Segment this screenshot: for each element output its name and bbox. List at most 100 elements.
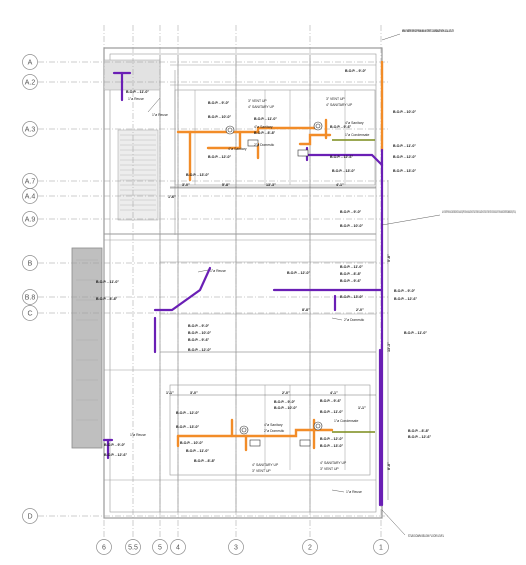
domestic-label-3: 2"ø Domestic xyxy=(264,429,285,433)
grid-label-4: 4 xyxy=(176,545,180,552)
elev-tag-5: B.O.P. - 13'-0" xyxy=(393,169,417,173)
grid-label-1: 1 xyxy=(379,545,383,552)
grid-bubble-A: A xyxy=(22,54,38,70)
grid-label-A: A xyxy=(28,60,33,67)
grid-label-B8: B.8 xyxy=(25,295,36,302)
grid-bubble-4: 4 xyxy=(170,539,186,555)
elev-tag-6: B.O.P. - 9'-0" xyxy=(208,101,230,105)
grid-label-5-5: 5.5 xyxy=(128,545,138,552)
dim-15: 5'-8" xyxy=(387,254,391,262)
dim-4: 4'-1" xyxy=(336,183,344,187)
dim-13: 13'-3" xyxy=(387,342,391,352)
elev-tag-40: B.O.P. - 11'-0" xyxy=(320,410,343,414)
grid-bubble-C: C xyxy=(22,305,38,321)
elev-tag-12: B.O.P. - 13'-0" xyxy=(332,169,356,173)
annotations: NEW 6"WATER SERVICE FROM MAIN IN STREET.… xyxy=(128,29,516,538)
elev-tag-37: B.O.P. - 9'-0" xyxy=(274,400,296,404)
hot-water-note: ALL HOT WATER PIPING IN UNCONDITIONED SP… xyxy=(442,210,516,214)
domestic-piping xyxy=(102,71,384,507)
sanitary-label-4: 4"ø Sanitary xyxy=(264,423,283,427)
elev-tag-19: B.O.P. - 11'-0" xyxy=(340,265,363,269)
fixture-symbols xyxy=(225,121,323,447)
elev-tag-16: B.O.P. - 9'-0" xyxy=(340,210,362,214)
elev-tag-43: B.O.P. - 8'-8" xyxy=(408,429,430,433)
elev-tag-2: B.O.P. - 10'-0" xyxy=(393,110,417,114)
sanitary-label-3: 4"ø Sanitary xyxy=(345,121,364,125)
elev-tag-15: B.O.P. - 11'-0" xyxy=(126,90,149,94)
reuse-label-1: 1"ø Reuse xyxy=(152,113,168,117)
sanitary-label-1: 4"ø Sanitary xyxy=(254,125,273,129)
elev-tag-20: B.O.P. - 8'-8" xyxy=(340,272,362,276)
grid-bubble-A9: A.9 xyxy=(22,211,38,227)
elev-tag-46: B.O.P. - 12'-6" xyxy=(104,453,128,457)
stub-down-note: STUB DOWN BELOW FLOOR LEVEL xyxy=(408,534,444,538)
condensate-label-1: 1"ø Condensate xyxy=(345,133,370,137)
elev-tag-26: B.O.P. - 8'-8" xyxy=(96,297,118,301)
elev-tag-13: B.O.P. - 12'-0" xyxy=(208,155,232,159)
elev-tag-29: B.O.P. - 9'-6" xyxy=(188,338,210,342)
elev-tag-8: B.O.P. - 11'-0" xyxy=(254,117,277,121)
elev-tag-22: B.O.P. - 9'-0" xyxy=(394,289,416,293)
domestic-label-2: 2"ø Domestic xyxy=(344,318,365,322)
grid-lines xyxy=(38,25,390,540)
sanitary-up-label-3: 4" SANITARY UP xyxy=(252,463,279,467)
elev-tag-33: B.O.P. - 13'-0" xyxy=(176,425,200,429)
sanitary-up-label-4: 4" SANITARY UP xyxy=(320,461,347,465)
dim-5: 3'-0" xyxy=(182,183,190,187)
dim-1: 1'-6" xyxy=(168,195,176,199)
elev-tag-35: B.O.P. - 11'-0" xyxy=(186,449,209,453)
elev-tag-3: B.O.P. - 11'-0" xyxy=(393,144,416,148)
elev-tag-4: B.O.P. - 12'-0" xyxy=(393,155,417,159)
grid-label-A3: A.3 xyxy=(25,127,36,134)
vent-up-label-4: 3" VENT UP xyxy=(320,467,339,471)
elev-tag-24: B.O.P. - 13'-0" xyxy=(340,295,364,299)
sanitary-piping xyxy=(176,60,384,452)
dim-7: 2'-0" xyxy=(356,308,364,312)
grid-bubble-A4: A.4 xyxy=(22,188,38,204)
grid-bubble-2: 2 xyxy=(302,539,318,555)
grid-label-A9: A.9 xyxy=(25,217,36,224)
domestic-label-1: 2"ø Domestic xyxy=(254,143,275,147)
leader-lines xyxy=(147,33,441,536)
elev-tag-32: B.O.P. - 12'-0" xyxy=(176,411,200,415)
dim-3: 13'-3" xyxy=(266,183,276,187)
elev-tag-7: B.O.P. - 10'-0" xyxy=(208,115,232,119)
grid-bubble-5-5: 5.5 xyxy=(125,539,141,555)
grid-bubble-6: 6 xyxy=(96,539,112,555)
elev-tag-36: B.O.P. - 8'-8" xyxy=(194,459,216,463)
grid-label-3: 3 xyxy=(234,545,238,552)
grid-label-A2: A.2 xyxy=(25,80,36,87)
elev-tag-44: B.O.P. - 12'-6" xyxy=(408,435,432,439)
row-bubbles: A A.2 A.3 A.7 A.4 A.9 B B.8 C D xyxy=(22,54,38,524)
vent-up-label-1: 3" VENT UP xyxy=(248,99,267,103)
grid-bubble-B8: B.8 xyxy=(22,289,38,305)
dim-6: 8'-8" xyxy=(302,308,310,312)
elev-tag-1: B.O.P. - 9'-0" xyxy=(345,69,367,73)
grid-bubble-3: 3 xyxy=(228,539,244,555)
dimensions: 1'-6" 5'-8" 13'-3" 4'-1" 3'-0" 8'-8" 2'-… xyxy=(166,180,391,500)
elev-tag-27: B.O.P. - 9'-0" xyxy=(188,324,210,328)
elev-tag-25: B.O.P. - 11'-0" xyxy=(96,280,119,284)
grid-label-A4: A.4 xyxy=(25,194,36,201)
dim-2: 5'-8" xyxy=(222,183,230,187)
elev-tag-11: B.O.P. - 12'-6" xyxy=(330,155,354,159)
elev-tag-18: B.O.P. - 12'-0" xyxy=(287,271,311,275)
dim-11: 4'-1" xyxy=(330,391,338,395)
dim-12: 1'-1" xyxy=(358,406,366,410)
elev-tag-39: B.O.P. - 9'-6" xyxy=(320,399,342,403)
grid-bubble-D: D xyxy=(22,508,38,524)
col-bubbles: 6 5.5 5 4 3 2 1 xyxy=(96,539,389,555)
grid-label-6: 6 xyxy=(102,545,106,552)
elev-tag-28: B.O.P. - 10'-0" xyxy=(188,331,212,335)
sanitary-up-label-1: 4" SANITARY UP xyxy=(248,105,275,109)
grid-label-A7: A.7 xyxy=(25,179,36,186)
reuse-label-3: 1"ø Reuse xyxy=(210,269,226,273)
new-water-note: NEW 6"WATER SERVICE FROM MAIN IN STREET.… xyxy=(402,29,454,33)
elev-tag-38: B.O.P. - 10'-0" xyxy=(274,406,298,410)
elev-tag-34: B.O.P. - 10'-0" xyxy=(180,441,204,445)
grid-bubble-1: 1 xyxy=(373,539,389,555)
elev-tag-17: B.O.P. - 10'-0" xyxy=(340,224,364,228)
grid-label-2: 2 xyxy=(308,545,312,552)
elev-tag-23: B.O.P. - 12'-6" xyxy=(394,297,418,301)
